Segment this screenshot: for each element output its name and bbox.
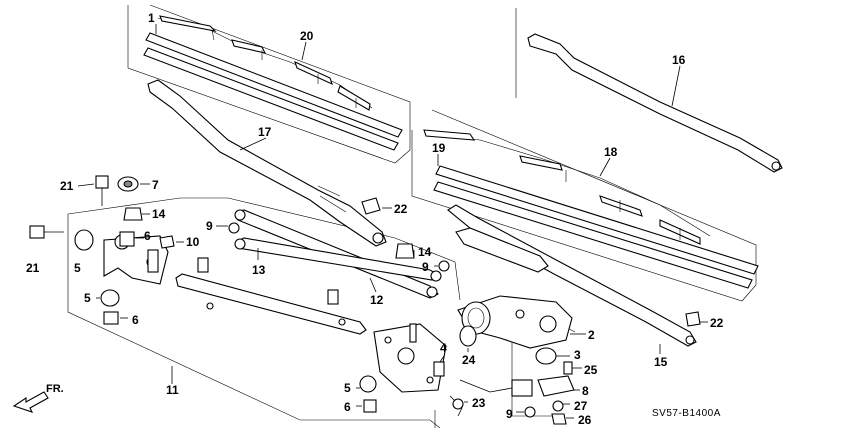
link-8-icon [537,375,575,397]
wiper-blade-20 [143,15,403,151]
callout-22b: 22 [710,316,724,330]
callout-5c: 5 [344,381,351,395]
bushing-14b-icon [395,243,415,259]
callout-6c: 6 [344,400,351,414]
grommet-5b-icon [100,289,120,307]
grommet-3-icon [535,347,557,365]
nut-22b-icon [685,311,701,327]
screw-25-icon [563,361,573,375]
callout-13: 13 [252,263,266,277]
bushing-6a-icon [119,231,135,247]
callout-19: 19 [432,141,446,155]
nut-26-icon [551,413,567,425]
callout-24: 24 [462,353,476,367]
callout-9b: 9 [422,260,429,274]
wire-harness-23 [449,379,533,417]
callout-4: 4 [440,341,447,355]
motor-bracket [373,323,447,393]
callout-12: 12 [370,293,384,307]
callout-2: 2 [588,328,595,342]
bushing-6c-icon [363,399,377,413]
callout-5b: 5 [84,291,91,305]
wiper-arm-15 [447,204,697,347]
wiper-arm-16 [527,33,783,173]
callout-14: 14 [152,207,166,221]
callout-8: 8 [582,384,589,398]
callout-18: 18 [604,145,618,159]
pin-2-icon [327,289,339,305]
clip-9c-icon [524,406,536,418]
front-direction-arrow: FR. [12,383,64,413]
callout-22: 22 [394,202,408,216]
arrow-icon [12,391,49,413]
direction-label: FR. [46,383,64,395]
callout-14b: 14 [418,245,432,259]
callout-9c: 9 [506,407,513,421]
bushing-14a-icon [123,207,143,221]
nut-22a-icon [361,197,381,215]
washer-10-icon [159,235,175,249]
bolt-21b-icon [29,225,45,239]
grommet-5a-icon [74,229,94,251]
callout-20: 20 [300,29,314,43]
callout-16: 16 [672,53,686,67]
leader-lines [77,24,708,419]
callout-17: 17 [258,125,272,139]
diagram-code: SV57-B1400A [652,408,721,419]
pivot-bracket-left [103,234,169,285]
callout-10: 10 [186,235,200,249]
callout-26: 26 [578,413,592,427]
callout-21b: 21 [26,261,40,275]
pin-icon [197,257,209,273]
grommet-24-icon [459,325,477,347]
callout-11: 11 [166,383,179,397]
callout-21: 21 [60,179,74,193]
callout-6: 6 [144,229,151,243]
group-frame-lines [67,4,757,428]
washer-27-icon [552,400,564,412]
bolt-21a-icon [95,175,109,189]
callout-27: 27 [574,399,588,413]
clip-23-icon [452,398,464,410]
callout-9: 9 [206,219,213,233]
clip-9a-icon [228,222,240,234]
callout-numbers: 1 20 16 17 19 18 21 7 22 14 9 6 10 21 5 … [26,11,724,427]
callout-15: 15 [654,355,668,369]
callout-23: 23 [472,396,486,410]
bushing-4-icon [433,361,445,377]
linkage-bar-11 [175,273,367,335]
callout-7: 7 [152,178,159,192]
linkage-rod-13 [234,237,442,282]
wiper-blade-18 [423,129,759,289]
callout-25: 25 [584,363,598,377]
callout-6b: 6 [132,313,139,327]
small-parts [29,175,701,425]
clip-9b-icon [438,260,450,272]
grommet-5c-icon [359,375,377,393]
bushing-6b-icon [103,311,119,325]
wiper-arm-17 [147,79,387,247]
callout-1: 1 [148,11,155,25]
callout-3: 3 [574,348,581,362]
callout-5: 5 [74,261,81,275]
